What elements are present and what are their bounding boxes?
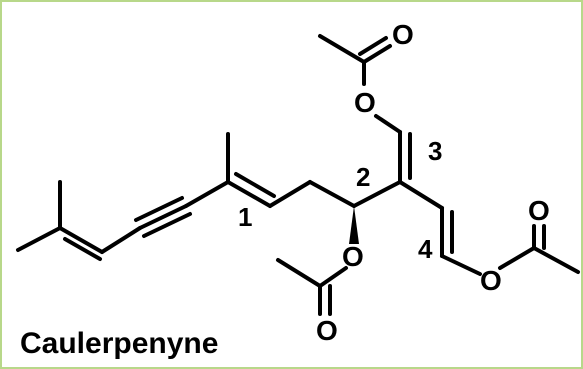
bond-acyl-right-methyl [532, 246, 580, 274]
bond-acyl-top-carbonyl-2 [358, 36, 388, 56]
bond-o-c2-to-acyl [318, 266, 348, 288]
bond-alkene-1 [226, 180, 272, 208]
bond-c2-to-c3branch [352, 180, 402, 208]
atom-o-top-carbonyl: O [392, 19, 414, 50]
bond-to-alkyne [100, 226, 142, 254]
atom-o-right-carbonyl: O [528, 195, 550, 226]
atom-o-c2-ester: O [342, 241, 364, 272]
bond-c3-to-c4a [398, 180, 444, 210]
bond-alkene-left-double [63, 237, 102, 261]
bond-alkene-1-double [234, 172, 276, 198]
bond-c1-to-ch2 [268, 180, 312, 208]
bond-ch2-to-c2 [308, 180, 356, 208]
bond-alkene-left [58, 226, 104, 254]
atom-o-top-ether: O [354, 87, 376, 118]
bond-acyl-c2-methyl [276, 258, 322, 288]
bond-c4-to-o [440, 254, 482, 276]
position-label-3: 3 [428, 136, 442, 166]
bond-alkyne-1 [138, 204, 188, 230]
bond-acyl-top-carbonyl [362, 44, 392, 64]
wedge-bond-c2-o [349, 206, 359, 244]
position-label-2: 2 [356, 162, 370, 192]
bond-alkyne-to-c1a [184, 180, 230, 208]
bond-alkyne-3 [142, 212, 192, 238]
atom-o-right-ether: O [480, 265, 502, 296]
compound-name: Caulerpenyne [20, 327, 218, 360]
position-label-1: 1 [238, 202, 252, 232]
bond-acyl-top-methyl [318, 34, 366, 64]
bond-enol-to-o [374, 114, 402, 134]
bond-o-to-acyl-right [498, 246, 536, 270]
bond-methyl-left [16, 226, 62, 252]
bond-alkyne-2 [134, 196, 184, 222]
atom-o-c2-carbonyl: O [316, 315, 338, 346]
position-label-4: 4 [418, 234, 433, 264]
